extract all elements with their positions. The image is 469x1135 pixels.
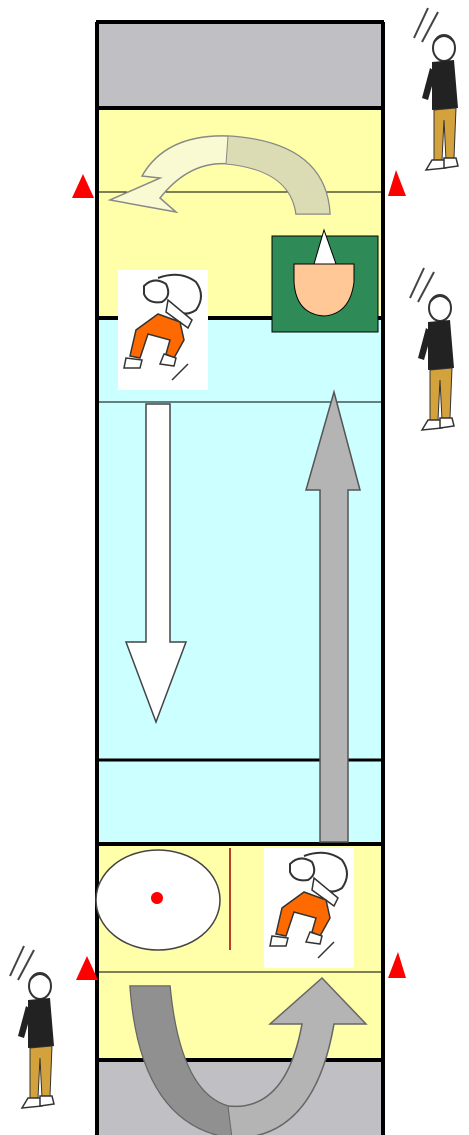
ring-icon bbox=[95, 848, 231, 951]
red-marker-icon bbox=[388, 170, 406, 196]
straight-arrow-icon bbox=[305, 389, 361, 843]
crouching-player-icon bbox=[117, 269, 209, 391]
curved-arrow-icon bbox=[107, 135, 331, 215]
standing-person-icon bbox=[9, 945, 55, 1109]
crouching-player-icon bbox=[263, 847, 355, 969]
red-marker-icon bbox=[388, 952, 406, 978]
standing-person-icon bbox=[413, 7, 459, 171]
standing-person-icon bbox=[409, 267, 455, 431]
target-box-icon bbox=[271, 228, 379, 333]
top-end-zone bbox=[96, 22, 384, 108]
ring-center bbox=[151, 892, 163, 904]
red-marker-icon bbox=[72, 174, 94, 198]
curved-arrow-icon bbox=[129, 976, 368, 1135]
straight-arrow-icon bbox=[124, 403, 188, 725]
red-marker-icon bbox=[76, 956, 98, 980]
